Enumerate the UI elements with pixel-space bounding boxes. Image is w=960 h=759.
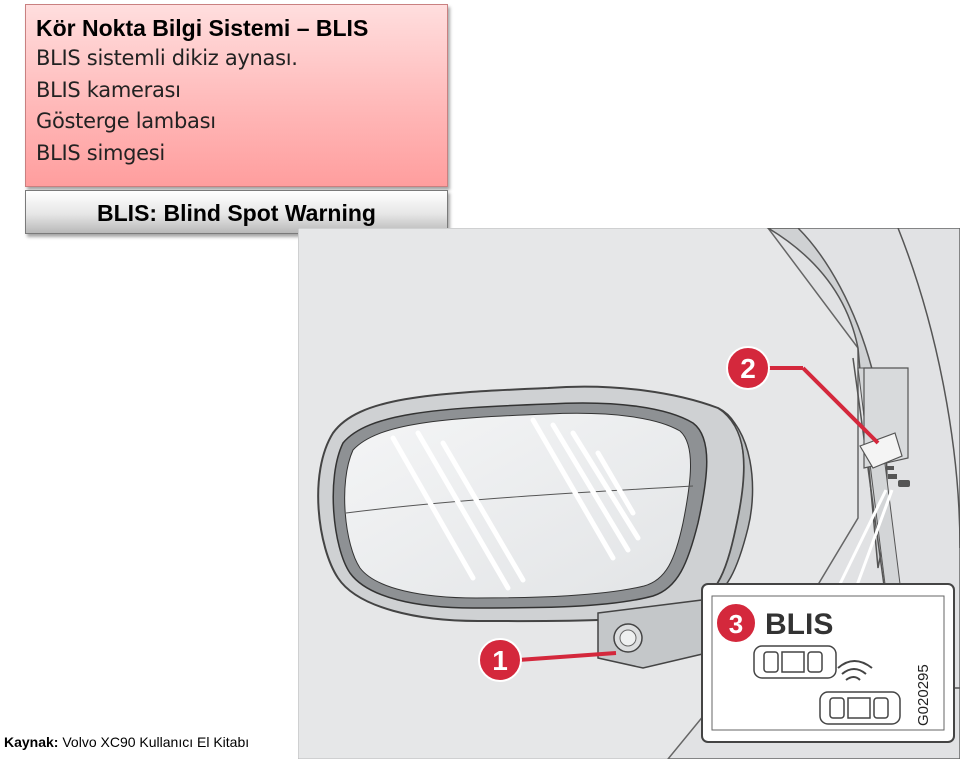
source-text: Volvo XC90 Kullanıcı El Kitabı — [58, 734, 250, 750]
signal-waves-icon — [837, 660, 873, 681]
callout-1-number: 1 — [492, 645, 508, 676]
door-edge — [897, 228, 960, 549]
figure-code: G020295 — [915, 664, 932, 726]
display-blis-label: BLIS — [765, 608, 833, 641]
callout-1-leader — [517, 651, 617, 662]
info-line-camera: BLIS kamerası — [36, 77, 181, 102]
indicator-lamp-lens — [859, 432, 903, 469]
source-label: Kaynak: — [4, 734, 59, 750]
display-connector — [836, 489, 888, 589]
blis-symbol-on-lamp — [886, 466, 910, 487]
callout-2-number: 2 — [740, 353, 756, 384]
car-icon-lower — [819, 691, 901, 725]
info-title: Kör Nokta Bilgi Sistemi – BLIS — [36, 15, 369, 41]
callout-3-number: 3 — [729, 609, 743, 639]
info-line-symbol: BLIS simgesi — [36, 140, 165, 165]
subtitle-bar: BLIS: Blind Spot Warning — [25, 190, 448, 234]
callout-2-circle — [726, 346, 770, 390]
blis-mirror-illustration: 1 2 3 BLIS G020295 — [298, 228, 960, 759]
source-credit: Kaynak: Volvo XC90 Kullanıcı El Kitabı — [4, 733, 249, 751]
mirror-glass-line — [345, 485, 694, 514]
car-icon-upper — [753, 645, 837, 679]
info-box: Kör Nokta Bilgi Sistemi – BLIS BLIS sist… — [25, 4, 448, 187]
callout-3-circle — [715, 602, 757, 644]
mirror-reflection-lines — [390, 417, 641, 591]
info-line-mirror: BLIS sistemli dikiz aynası. — [36, 46, 298, 70]
info-line-indicator: Gösterge lambası — [36, 109, 216, 133]
callout-1-circle — [478, 638, 522, 682]
